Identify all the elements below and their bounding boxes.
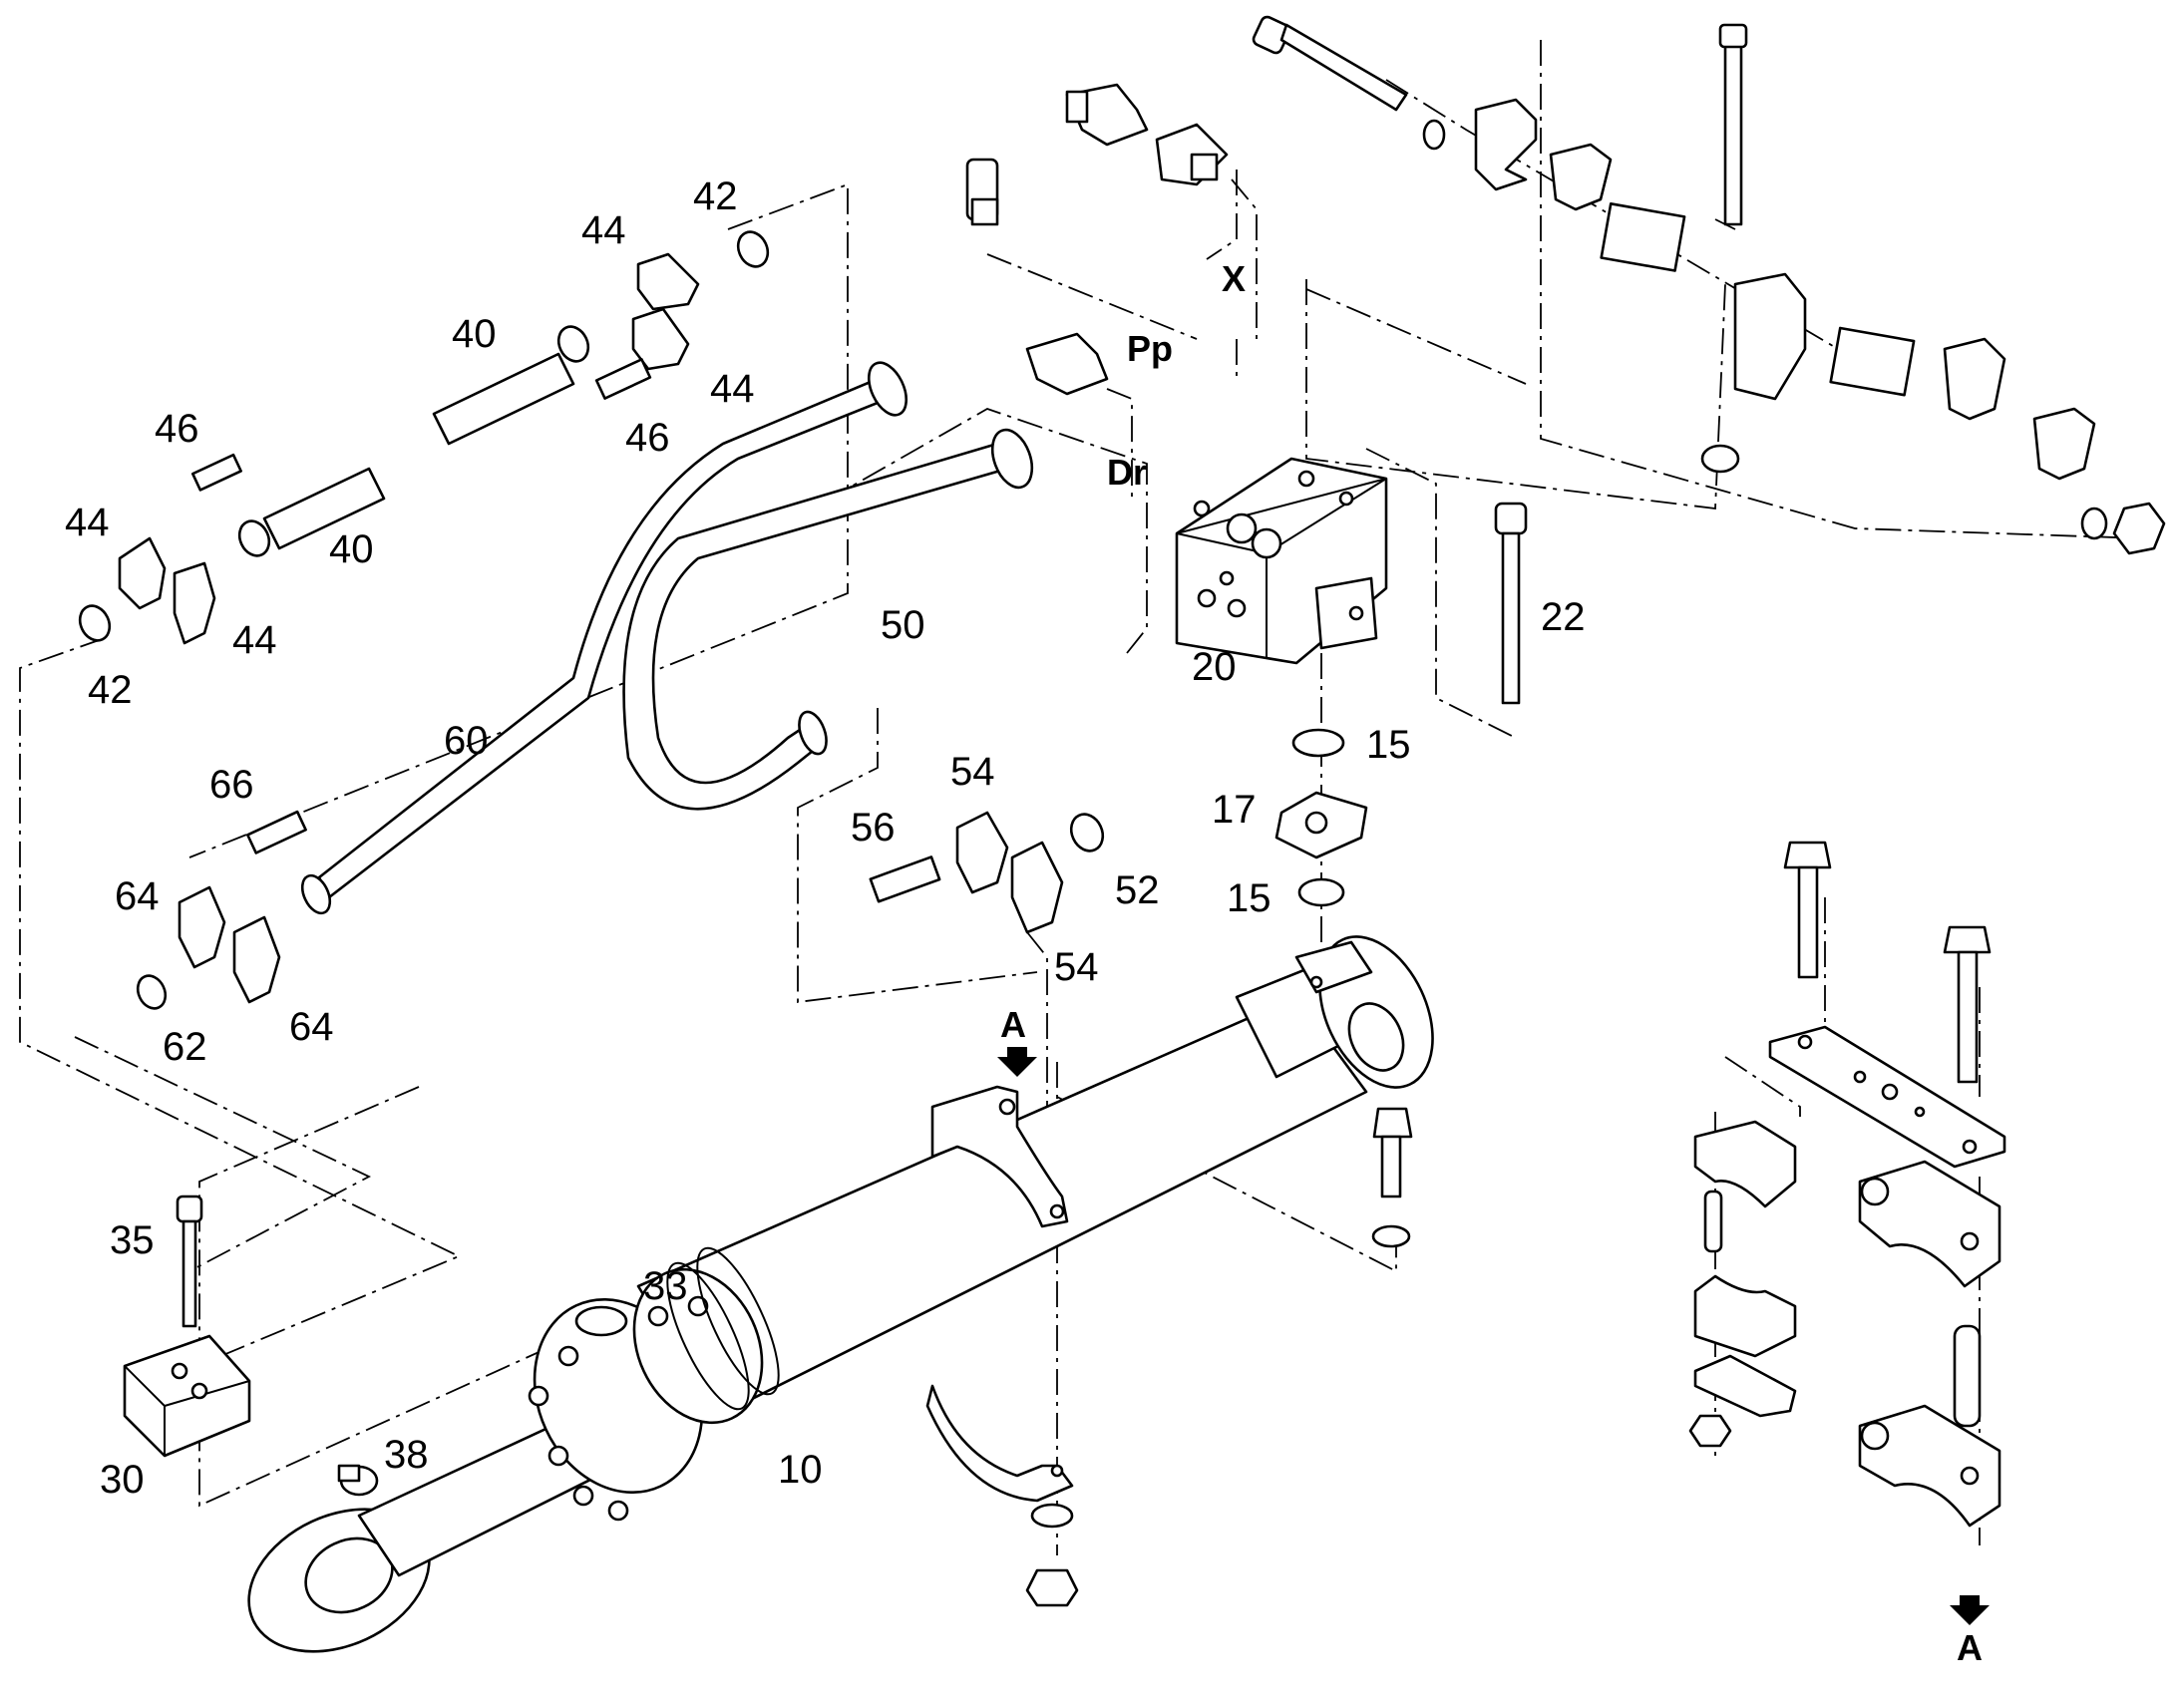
tube-clamp-upper (930, 1085, 1069, 1228)
label-part-46: 46 (155, 407, 199, 451)
label-part-38: 38 (384, 1433, 429, 1477)
section-marker-a-top: A (997, 1004, 1037, 1077)
label-part-54: 54 (1054, 945, 1099, 989)
flange-half-54-b (1010, 841, 1064, 934)
screw-46-top (594, 358, 652, 400)
block-30 (123, 1334, 251, 1458)
nipple-fitting (965, 158, 999, 226)
label-part-66: 66 (209, 763, 254, 807)
port-label-x: X (1222, 258, 1246, 299)
clamp-plate (1768, 1025, 2006, 1169)
flange-half-44-left-a (118, 536, 167, 610)
tube-clamp-lower (925, 1384, 1074, 1503)
fitting-elbow-dr (1025, 332, 1109, 396)
flange-half-44-left-b (173, 561, 216, 645)
label-part-52: 52 (1115, 868, 1160, 912)
screw-56 (869, 855, 941, 903)
tube-60 (300, 361, 908, 915)
section-marker-a-bottom: A (1950, 1595, 1990, 1668)
label-part-30: 30 (100, 1458, 145, 1502)
o-ring-62 (136, 974, 168, 1010)
flange-half-44-top-a (636, 252, 700, 311)
label-part-44: 44 (65, 501, 110, 544)
label-part-62: 62 (163, 1025, 207, 1069)
flange-half-64-a (178, 885, 226, 969)
port-label-dr: Dr (1107, 452, 1147, 493)
clamp-washer (1030, 1503, 1074, 1529)
long-bolt (1252, 15, 1446, 151)
leader-lines (19, 40, 2145, 1555)
fitting-elbow-top (1065, 83, 1149, 147)
label-part-44: 44 (581, 208, 626, 252)
label-part-10: 10 (778, 1448, 823, 1492)
long-bolt-22 (1494, 502, 1528, 705)
clamp-half-small-top (1693, 1120, 1797, 1208)
label-part-15: 15 (1366, 723, 1411, 767)
label-part-64: 64 (115, 874, 160, 918)
small-nut (1688, 1414, 1732, 1448)
screw-66 (246, 810, 307, 854)
section-label-a: A (1000, 1004, 1026, 1045)
o-ring-42-top (736, 230, 770, 268)
flange-half-64-b (232, 915, 281, 1004)
label-part-33: 33 (643, 1264, 688, 1308)
section-label-a: A (1957, 1627, 1983, 1668)
clamp-half-large-bottom (1858, 1404, 2001, 1528)
clamp-half-large-top (1858, 1160, 2001, 1288)
hex-bolt-right-a (1783, 841, 1832, 979)
mounting-bolt (1371, 1107, 1413, 1248)
o-ring-15-upper (1291, 728, 1345, 758)
flange-half-54-a (955, 811, 1009, 894)
dowel-pin (1703, 1190, 1723, 1253)
clamp-half-small-bottom (1693, 1274, 1797, 1358)
label-part-42: 42 (88, 668, 133, 712)
clamp-plate-small (1693, 1354, 1797, 1418)
label-part-20: 20 (1192, 645, 1237, 689)
label-part-50: 50 (881, 603, 925, 647)
label-part-17: 17 (1212, 788, 1257, 832)
label-part-64: 64 (289, 1005, 334, 1049)
label-part-44: 44 (232, 618, 277, 662)
plug-38 (337, 1464, 379, 1497)
label-part-46: 46 (625, 416, 670, 460)
flange-half-44-top-b (631, 307, 690, 371)
label-part-40: 40 (329, 527, 374, 571)
tube-50 (622, 428, 1034, 811)
hydraulic-cylinder (247, 935, 1434, 1653)
o-ring-33 (574, 1305, 628, 1337)
port-labels: Pp Dr X (1107, 258, 1246, 493)
o-ring-15-lower (1297, 877, 1345, 907)
hex-adapter-top (1155, 123, 1229, 186)
screw-35 (176, 1195, 203, 1328)
o-ring-52 (1069, 813, 1105, 853)
label-part-42: 42 (693, 174, 738, 218)
o-ring-42-left (78, 604, 112, 642)
label-part-22: 22 (1541, 595, 1586, 639)
label-part-56: 56 (851, 806, 896, 850)
screw-46-left (190, 453, 242, 492)
label-part-40: 40 (452, 312, 497, 356)
mounting-bracket-top (1474, 23, 2166, 555)
label-part-15: 15 (1227, 876, 1272, 920)
hose-40-lower (237, 467, 386, 557)
label-part-54: 54 (950, 750, 995, 794)
valve-block (1175, 457, 1388, 665)
port-label-pp: Pp (1127, 328, 1173, 369)
clamp-nut (1025, 1568, 1079, 1607)
hose-40-upper (432, 325, 590, 446)
label-part-35: 35 (110, 1218, 155, 1262)
hex-bolt-right-b (1943, 925, 1992, 1084)
label-part-60: 60 (444, 719, 489, 763)
flange-17 (1274, 791, 1368, 859)
label-part-44: 44 (710, 367, 755, 411)
part-labels: 10 15 15 17 20 22 30 33 35 38 40 40 42 4… (65, 174, 1586, 1502)
spacer-sleeve (1953, 1324, 1982, 1428)
